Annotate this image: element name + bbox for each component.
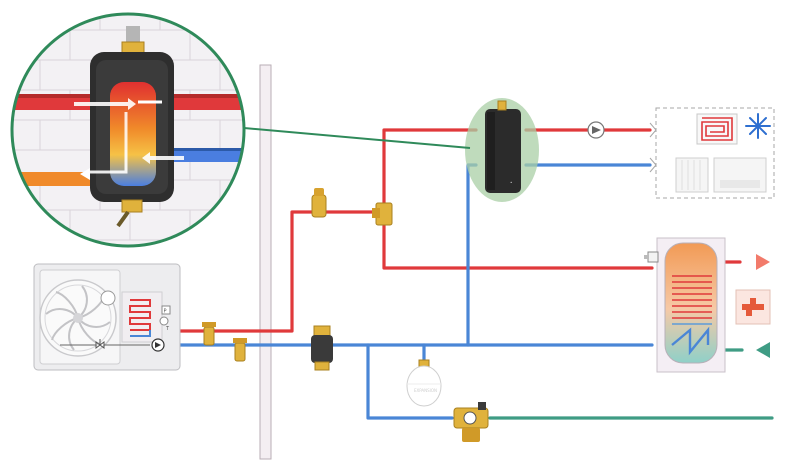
snowflake-icon — [745, 113, 771, 139]
diverter-valve-icon — [372, 202, 393, 226]
thermostat-icon — [644, 251, 659, 263]
separator-brand-mark: • — [510, 180, 512, 185]
pump-p-label: P — [164, 309, 167, 315]
hot-outlet-arrow-icon — [756, 254, 770, 270]
radiator-icon — [675, 157, 709, 193]
cold-inlet-arrow-icon — [756, 342, 770, 358]
coil-icon — [672, 275, 712, 319]
cold-water-pipes — [488, 348, 774, 420]
fan-coil-icon — [713, 157, 767, 193]
gauge-icon — [159, 316, 169, 326]
flow-arrow-left-icon — [142, 152, 184, 164]
air-vent-icon — [311, 188, 327, 218]
supply-pipes — [168, 128, 742, 333]
hydraulic-separator: • — [465, 98, 539, 202]
separator-zoom — [10, 12, 246, 248]
pump-t-label: T — [165, 326, 170, 332]
hot-water-cylinder — [644, 237, 726, 373]
emitters-box — [649, 107, 775, 199]
fan-hub-icon — [100, 290, 116, 306]
heat-pump: P — [33, 263, 181, 371]
expansion-brand-label: EXPANSION — [414, 388, 437, 393]
flow-arrow-right-icon — [74, 98, 136, 110]
safety-valve-icon — [202, 322, 247, 362]
expansion-vessel-icon: EXPANSION — [406, 359, 442, 407]
lower-coil-icon — [671, 326, 710, 356]
fan-icon — [39, 279, 117, 357]
magnetic-filter-icon — [311, 325, 333, 371]
wall — [259, 64, 272, 460]
circulator-pump-icon — [587, 121, 605, 139]
tap-icon — [735, 289, 771, 325]
pump-icon — [151, 338, 165, 352]
filling-group-icon — [453, 402, 489, 442]
callout-line — [243, 127, 471, 149]
underfloor-coil-icon — [696, 113, 738, 145]
condenser-coil-icon — [129, 299, 151, 331]
valve-icon — [95, 339, 105, 349]
